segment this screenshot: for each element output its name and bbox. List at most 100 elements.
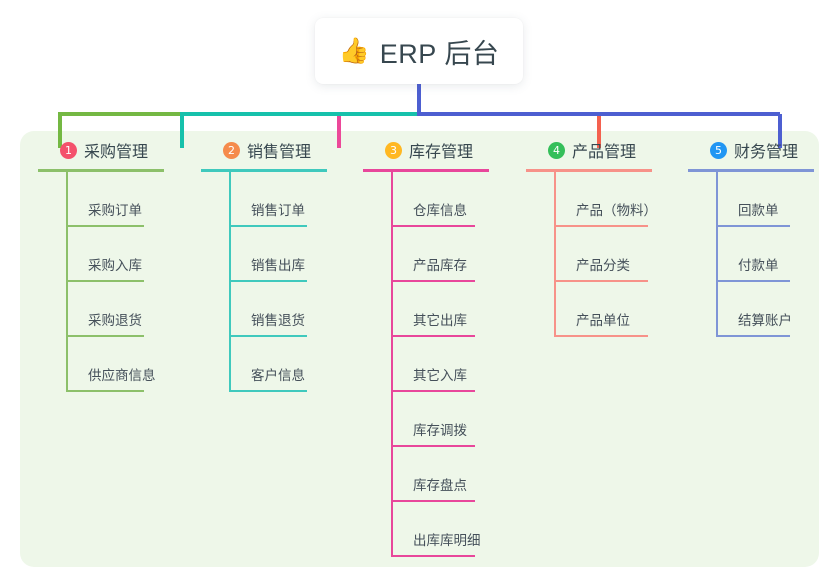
branch-items-purchase: 采购订单采购入库采购退货供应商信息: [38, 172, 198, 392]
branch-item-label: 采购入库: [88, 258, 142, 273]
branch-title-sales: 销售管理: [247, 144, 312, 161]
branch-column-inventory: 3 库存管理仓库信息产品库存其它出库其它入库库存调拨库存盘点出库库明细: [363, 131, 528, 557]
branch-column-finance: 5 财务管理回款单付款单结算账户: [688, 131, 838, 337]
branch-header-finance[interactable]: 5 财务管理: [688, 131, 838, 169]
branch-item[interactable]: 销售订单: [201, 172, 361, 227]
branch-item-underline: [391, 225, 475, 227]
branch-item-underline: [391, 390, 475, 392]
branch-header-sales[interactable]: 2 销售管理: [201, 131, 361, 169]
branch-item-label: 回款单: [738, 203, 779, 218]
branch-number-badge: 3: [385, 141, 402, 159]
branch-item[interactable]: 仓库信息: [363, 172, 528, 227]
branch-item-underline: [229, 280, 307, 282]
drop-product: [597, 114, 601, 148]
branch-item-label: 客户信息: [251, 368, 305, 383]
branch-item[interactable]: 产品（物料）: [526, 172, 691, 227]
branch-item-underline: [716, 280, 790, 282]
branch-item-label: 其它入库: [413, 368, 467, 383]
branch-header-purchase[interactable]: 1 采购管理: [38, 131, 198, 169]
bus-segment-blue: [417, 112, 780, 116]
branch-underline-sales: [201, 169, 327, 172]
branch-title-purchase: 采购管理: [84, 144, 149, 161]
branch-number-badge: 4: [548, 141, 565, 159]
branch-item-underline: [229, 390, 307, 392]
branch-items-inventory: 仓库信息产品库存其它出库其它入库库存调拨库存盘点出库库明细: [363, 172, 528, 557]
branch-item-underline: [554, 280, 648, 282]
branch-item-label: 库存调拨: [413, 423, 467, 438]
branch-spine-finance: [716, 172, 718, 337]
branch-item[interactable]: 销售出库: [201, 227, 361, 282]
branch-item[interactable]: 付款单: [688, 227, 838, 282]
branch-item-label: 库存盘点: [413, 478, 467, 493]
branch-column-purchase: 1 采购管理采购订单采购入库采购退货供应商信息: [38, 131, 198, 392]
branch-underline-product: [526, 169, 652, 172]
branch-item-label: 产品库存: [413, 258, 467, 273]
branch-item[interactable]: 供应商信息: [38, 337, 198, 392]
drop-inventory: [337, 114, 341, 148]
branch-item-label: 出库库明细: [413, 533, 481, 548]
branch-item[interactable]: 其它入库: [363, 337, 528, 392]
branch-number-badge: 1: [60, 141, 77, 159]
drop-finance: [778, 114, 782, 148]
branch-item[interactable]: 销售退货: [201, 282, 361, 337]
branch-item-label: 供应商信息: [88, 368, 156, 383]
branch-number-badge: 2: [223, 141, 240, 159]
branch-item-underline: [554, 335, 648, 337]
branch-underline-inventory: [363, 169, 489, 172]
branch-item-underline: [391, 445, 475, 447]
branch-item-label: 产品分类: [576, 258, 630, 273]
branch-item-underline: [66, 280, 144, 282]
branch-item[interactable]: 采购入库: [38, 227, 198, 282]
branch-item[interactable]: 结算账户: [688, 282, 838, 337]
branch-underline-purchase: [38, 169, 164, 172]
branch-item[interactable]: 采购订单: [38, 172, 198, 227]
branch-title-finance: 财务管理: [734, 144, 799, 161]
branch-item[interactable]: 库存盘点: [363, 447, 528, 502]
branch-item-underline: [66, 390, 144, 392]
branch-item-underline: [66, 335, 144, 337]
branch-item[interactable]: 出库库明细: [363, 502, 528, 557]
branch-items-finance: 回款单付款单结算账户: [688, 172, 838, 337]
branch-title-inventory: 库存管理: [409, 144, 474, 161]
root-node-erp-backend[interactable]: 👍 ERP 后台: [315, 18, 523, 84]
branch-item-underline: [391, 555, 475, 557]
branch-spine-purchase: [66, 172, 68, 392]
branch-item-underline: [554, 225, 648, 227]
branch-item-underline: [391, 280, 475, 282]
drop-purchase: [58, 114, 62, 148]
branch-item-underline: [391, 335, 475, 337]
bus-segment-green: [58, 112, 180, 116]
branch-item-label: 结算账户: [738, 313, 792, 328]
branch-item[interactable]: 回款单: [688, 172, 838, 227]
branch-spine-inventory: [391, 172, 393, 557]
branch-item[interactable]: 产品分类: [526, 227, 691, 282]
branch-spine-product: [554, 172, 556, 337]
branch-item[interactable]: 产品单位: [526, 282, 691, 337]
branch-item-label: 其它出库: [413, 313, 467, 328]
branch-item[interactable]: 客户信息: [201, 337, 361, 392]
thumbs-up-icon: 👍: [338, 36, 370, 65]
branch-item-label: 仓库信息: [413, 203, 467, 218]
branch-column-sales: 2 销售管理销售订单销售出库销售退货客户信息: [201, 131, 361, 392]
branch-item-underline: [391, 500, 475, 502]
branch-item[interactable]: 其它出库: [363, 282, 528, 337]
branch-item[interactable]: 采购退货: [38, 282, 198, 337]
branch-header-inventory[interactable]: 3 库存管理: [363, 131, 528, 169]
branch-item[interactable]: 产品库存: [363, 227, 528, 282]
branch-item-label: 销售订单: [251, 203, 305, 218]
branch-number-badge: 5: [710, 141, 727, 159]
branch-item-label: 产品（物料）: [576, 203, 657, 218]
branch-item-label: 采购订单: [88, 203, 142, 218]
branch-underline-finance: [688, 169, 814, 172]
branch-item[interactable]: 库存调拨: [363, 392, 528, 447]
branch-columns: 1 采购管理采购订单采购入库采购退货供应商信息 2 销售管理销售订单销售出库销售退货客…: [20, 131, 819, 567]
drop-sales: [180, 114, 184, 148]
branch-item-label: 销售退货: [251, 313, 305, 328]
branch-item-label: 采购退货: [88, 313, 142, 328]
branch-item-underline: [229, 335, 307, 337]
branch-item-underline: [229, 225, 307, 227]
branch-items-product: 产品（物料） 产品分类产品单位: [526, 172, 691, 337]
